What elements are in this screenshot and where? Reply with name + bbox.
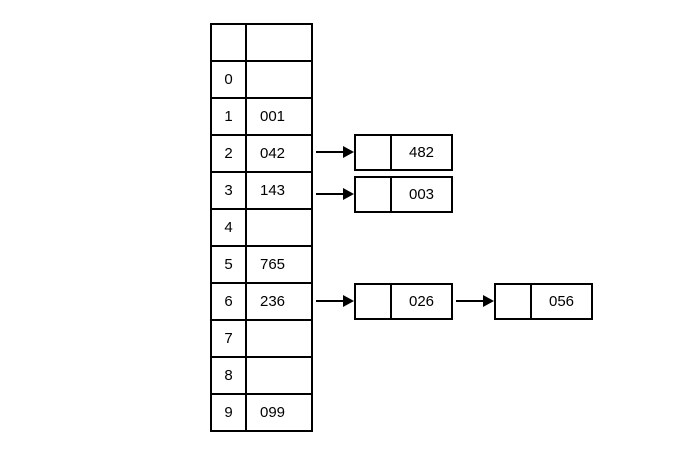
arrow-row2-to-node-482 (316, 146, 354, 158)
list-node-056: 056 (494, 283, 593, 320)
index-cell-2: 2 (212, 136, 247, 173)
value-cell-0 (247, 62, 313, 99)
value-cell-8 (247, 358, 313, 395)
node-value-cell: 026 (408, 293, 435, 310)
arrow-shaft (316, 151, 345, 153)
arrowhead-icon (343, 146, 354, 158)
value-cell-7 (247, 321, 313, 358)
arrow-row3-to-node-003 (316, 188, 354, 200)
arrowhead-icon (343, 188, 354, 200)
list-node-026: 026 (354, 283, 453, 320)
node-pointer-cell (356, 285, 392, 318)
value-cell-9: 099 (247, 395, 313, 432)
list-node-003: 003 (354, 176, 453, 213)
index-cell-8: 8 (212, 358, 247, 395)
arrow-shaft (456, 300, 485, 302)
index-cell-6: 6 (212, 284, 247, 321)
node-value-cell: 482 (408, 144, 435, 161)
list-node-482: 482 (354, 134, 453, 171)
node-value-cell: 056 (548, 293, 575, 310)
index-cell-3: 3 (212, 173, 247, 210)
arrow-shaft (316, 300, 345, 302)
node-value-cell: 003 (408, 186, 435, 203)
node-pointer-cell (496, 285, 532, 318)
arrow-node-026-to-node-056 (456, 295, 494, 307)
value-cell-5: 765 (247, 247, 313, 284)
index-cell-4: 4 (212, 210, 247, 247)
node-pointer-cell (356, 136, 392, 169)
index-cell-0: 0 (212, 62, 247, 99)
arrowhead-icon (343, 295, 354, 307)
value-cell-1: 001 (247, 99, 313, 136)
node-pointer-cell (356, 178, 392, 211)
index-cell-7: 7 (212, 321, 247, 358)
arrowhead-icon (483, 295, 494, 307)
index-cell-9: 9 (212, 395, 247, 432)
value-cell-4 (247, 210, 313, 247)
header-index-cell (212, 25, 247, 62)
hash-table: 0 1 001 2 042 3 143 4 5 765 6 236 7 8 9 … (210, 23, 313, 432)
index-cell-1: 1 (212, 99, 247, 136)
value-cell-3: 143 (247, 173, 313, 210)
header-value-cell (247, 25, 313, 62)
index-cell-5: 5 (212, 247, 247, 284)
arrow-shaft (316, 193, 345, 195)
value-cell-6: 236 (247, 284, 313, 321)
arrow-row6-to-node-026 (316, 295, 354, 307)
value-cell-2: 042 (247, 136, 313, 173)
